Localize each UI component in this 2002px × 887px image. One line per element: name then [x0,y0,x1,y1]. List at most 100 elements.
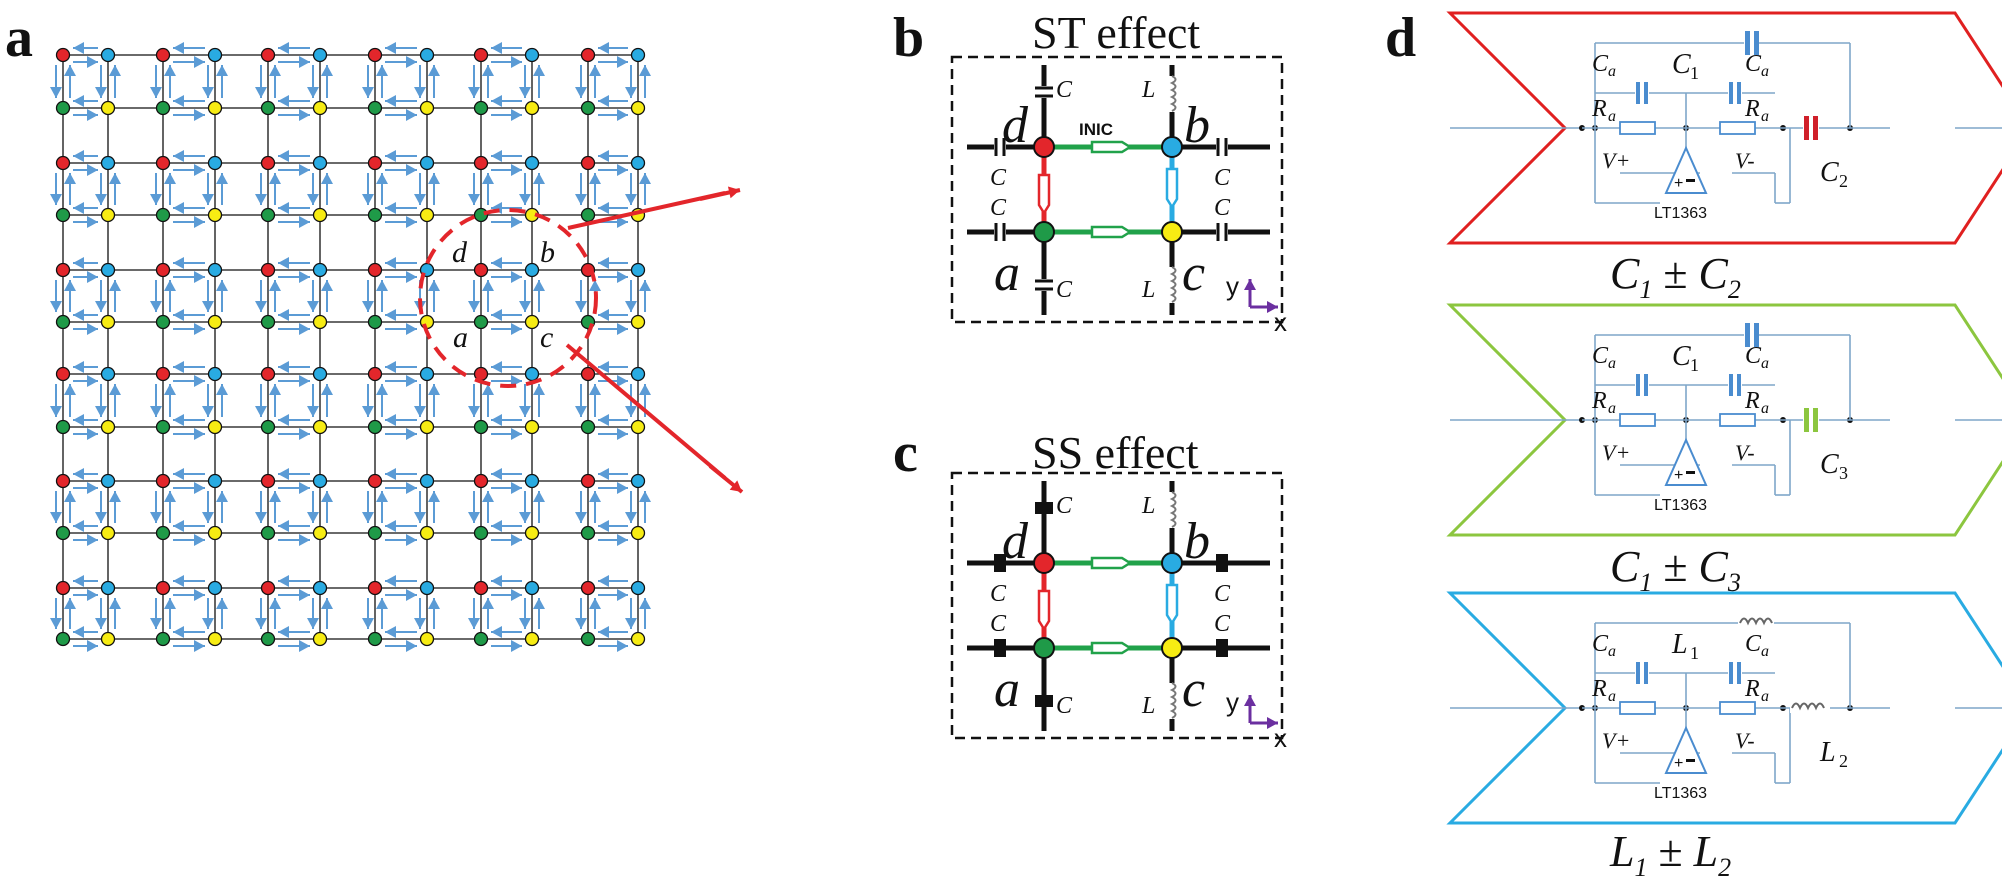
lattice-node [207,473,223,489]
hopping-arrow-head [73,626,84,638]
lattice-node [419,207,435,223]
cap-c2-plate [1813,408,1818,432]
resistor-ra [1619,121,1656,135]
lattice-node [580,47,596,63]
hopping-arrow-head [194,109,205,121]
inset-site-a: a [994,661,1020,718]
label-ra-sub: a [1761,688,1769,705]
hopping-arrow-head [194,164,205,176]
inset-site-d: d [1002,97,1029,154]
cap-ca-plate [1737,662,1741,684]
site-a-node [1033,221,1055,243]
inductor-l2 [1791,702,1825,711]
hopping-arrow-head [278,468,289,480]
lattice-node [55,100,71,116]
lattice-node [155,207,171,223]
hopping-arrow-head [64,173,76,184]
lattice-node [419,419,435,435]
hopping-arrow-head [164,384,176,395]
hopping-arrow-head [164,598,176,609]
label-top-element: L [1671,629,1688,660]
axis-y-arrow-head [1244,695,1256,706]
label-ca: C [1745,631,1762,657]
hopping-arrow-head [73,414,84,426]
hopping-arrow-head [376,280,388,291]
cap-label: C [990,581,1007,607]
hopping-arrow-head [639,598,651,609]
site-d-node [1033,136,1055,158]
hopping-arrow-head [150,406,162,417]
hopping-arrow-head [307,194,319,205]
hopping-arrow-head [299,56,310,68]
label-ra: R [1591,676,1607,702]
lattice-node [207,47,223,63]
lattice-node [155,47,171,63]
hopping-arrow-head [575,194,587,205]
capacitor-block [1216,639,1228,657]
lattice-node [630,419,646,435]
pointer-line-b [567,191,726,230]
lattice-node [580,580,596,596]
label-ca: C [1592,343,1609,369]
lattice-node [100,155,116,171]
hopping-arrow-head [575,301,587,312]
lattice-node [473,631,489,647]
hopping-arrow-head [299,164,310,176]
hopping-arrow-head [73,257,84,269]
lattice-node [473,525,489,541]
hopping-arrow-head [202,194,214,205]
opamp-minus [1686,179,1695,182]
ss-effect-title: SS effect [1032,427,1199,478]
lattice-node [473,262,489,278]
opamp-plus: + [1674,755,1683,772]
hopping-arrow-head [269,384,281,395]
lattice-node [580,155,596,171]
hopping-arrow-head [173,575,184,587]
hopping-arrow-head [482,65,494,76]
hopping-arrow-head [321,65,333,76]
lattice-node [312,47,328,63]
hopping-arrow-head [216,65,228,76]
site-b-node [1161,136,1183,158]
hopping-arrow-head [150,301,162,312]
lattice-node [630,100,646,116]
inic-symbol-red [1037,589,1051,632]
ind-label: L [1141,493,1155,519]
hopping-arrow-head [278,309,289,321]
hopping-arrow-head [533,280,545,291]
hopping-arrow-head [194,482,205,494]
hopping-arrow-head [533,598,545,609]
panel-letter-a: a [5,7,33,69]
hopping-arrow-head [511,271,522,283]
lattice-node [312,366,328,382]
lattice-node [207,525,223,541]
hopping-arrow-head [87,640,98,652]
lattice-node [207,419,223,435]
hopping-arrow-head [428,65,440,76]
hopping-arrow-head [299,109,310,121]
lattice-node [367,207,383,223]
lattice-node [367,262,383,278]
hopping-arrow-head [95,618,107,629]
hopping-arrow-head [109,491,121,502]
hopping-arrow-head [482,491,494,502]
hopping-arrow-head [385,202,396,214]
lattice-node [260,314,276,330]
hopping-arrow-head [491,626,502,638]
cap-label: C [1056,493,1073,519]
cap-label: C [1214,581,1231,607]
hopping-arrow-head [414,194,426,205]
hopping-arrow-head [255,194,267,205]
hopping-arrow-head [428,384,440,395]
hopping-arrow-head [194,323,205,335]
label-top-element-sub: 1 [1690,643,1699,663]
lattice-node [524,100,540,116]
label-ca: C [1592,631,1609,657]
axis-y-label: y [1226,271,1239,301]
lattice-node [260,419,276,435]
hopping-arrow-head [598,42,609,54]
